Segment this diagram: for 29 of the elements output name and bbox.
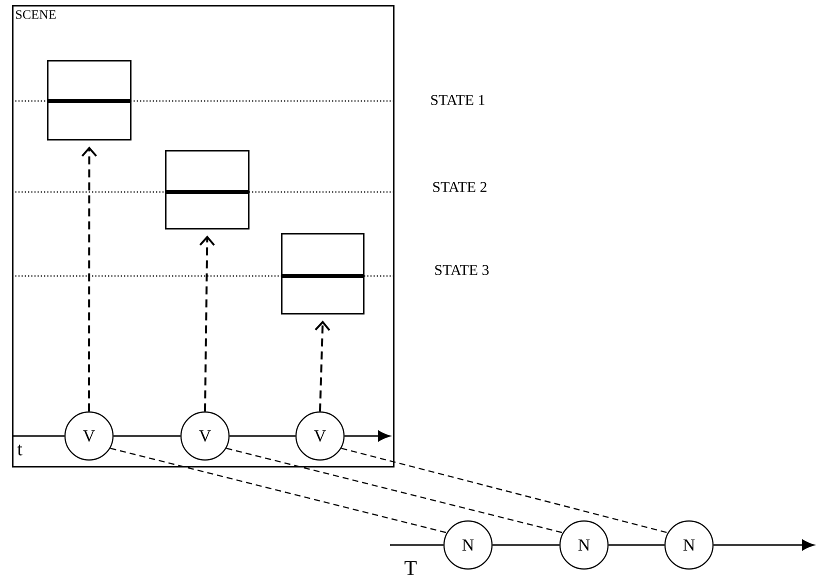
timeline-segment bbox=[390, 544, 444, 546]
circle-node: V bbox=[64, 411, 114, 461]
state-label: STATE 1 bbox=[431, 94, 484, 106]
timeline-segment bbox=[230, 435, 296, 437]
state-label: STATE 3 bbox=[435, 264, 489, 276]
dashed-arrow bbox=[82, 146, 97, 412]
state-label: STATE 2 bbox=[433, 182, 486, 192]
circle-node: N bbox=[664, 520, 714, 570]
circle-node: N bbox=[559, 520, 609, 570]
frame-title: SCENE bbox=[16, 10, 56, 19]
timeline-segment bbox=[114, 435, 180, 437]
timeline-segment bbox=[608, 544, 664, 546]
axis-label: T bbox=[404, 561, 417, 575]
dashed-arrow bbox=[314, 320, 330, 412]
circle-node: N bbox=[443, 520, 493, 570]
timeline-segment bbox=[12, 435, 64, 437]
dashed-connector bbox=[341, 448, 668, 534]
axis-label: t bbox=[17, 444, 22, 456]
state-box bbox=[281, 233, 364, 314]
circle-node: V bbox=[295, 411, 345, 461]
state-box bbox=[47, 60, 132, 140]
dashed-connector bbox=[226, 448, 563, 534]
timeline-arrow bbox=[714, 540, 814, 550]
timeline-arrow bbox=[344, 430, 390, 442]
state-box bbox=[165, 150, 250, 230]
dashed-connector bbox=[110, 448, 447, 534]
timeline-segment bbox=[492, 544, 560, 546]
circle-node: V bbox=[180, 411, 230, 461]
dashed-arrow bbox=[199, 236, 215, 412]
